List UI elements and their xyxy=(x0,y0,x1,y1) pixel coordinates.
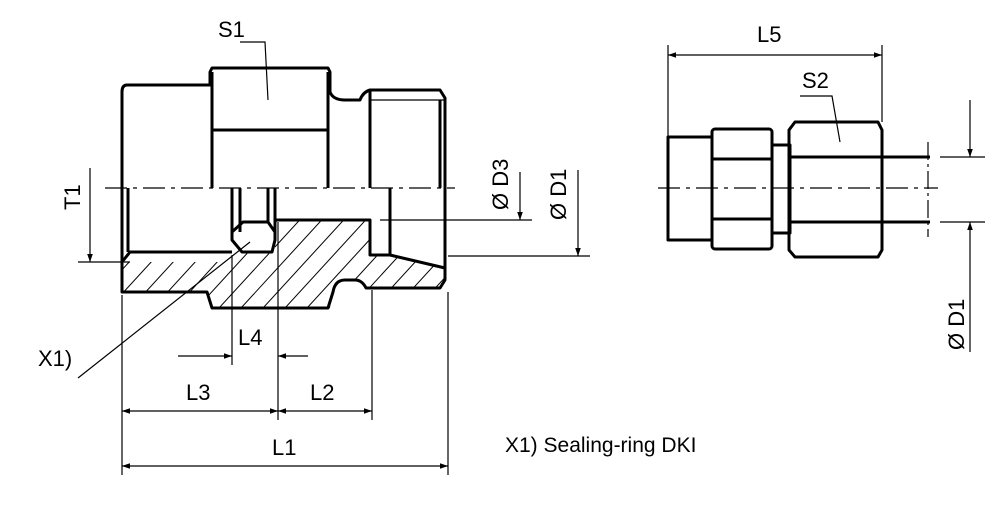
hatch-line xyxy=(141,220,253,308)
hatch-line xyxy=(273,220,385,308)
hatch-line xyxy=(450,200,560,320)
bore-bottom xyxy=(120,250,232,263)
label-l5: L5 xyxy=(757,22,781,47)
label-d3: Ø D3 xyxy=(488,159,513,210)
hex-s2 xyxy=(787,120,884,259)
hatch-line xyxy=(122,220,165,308)
label-t1: T1 xyxy=(60,184,85,210)
hatch-line xyxy=(0,200,10,320)
hatch-line xyxy=(0,200,32,320)
footnote: X1) Sealing-ring DKI xyxy=(505,434,696,457)
hatch-line xyxy=(207,220,319,308)
section-view: (function(){var g=document.currentScript… xyxy=(0,66,692,320)
label-l3: L3 xyxy=(186,380,210,405)
hatch-line xyxy=(339,220,445,308)
hatch-line xyxy=(10,200,120,320)
hatch-line xyxy=(122,220,187,308)
hatch-line xyxy=(122,220,209,308)
hatch-line xyxy=(251,220,363,308)
nut xyxy=(710,127,774,251)
label-l4: L4 xyxy=(238,325,262,350)
hatch-line xyxy=(405,220,445,308)
hatch-line xyxy=(0,200,98,320)
label-x1: X1) xyxy=(38,346,72,371)
hatch-line xyxy=(163,220,275,308)
sealing-ring xyxy=(230,220,277,234)
hatch-line xyxy=(0,200,76,320)
hatch-line xyxy=(0,200,54,320)
label-l2: L2 xyxy=(310,380,334,405)
inner-step xyxy=(275,218,446,270)
hatch-line xyxy=(383,220,445,308)
x1-leader xyxy=(77,241,251,379)
side-view xyxy=(658,45,985,352)
hatch-line xyxy=(582,200,692,320)
left-dimensions xyxy=(77,41,590,475)
label-d1-left: Ø D1 xyxy=(546,169,571,220)
hatch-line xyxy=(229,220,341,308)
hatch-line xyxy=(516,200,626,320)
neck xyxy=(770,143,792,235)
hatch-line xyxy=(560,200,670,320)
label-d1-right: Ø D1 xyxy=(944,299,969,350)
s2-leader xyxy=(800,95,841,143)
s1-leader xyxy=(240,41,269,101)
hatch-line xyxy=(295,220,407,308)
label-s2: S2 xyxy=(802,68,829,93)
label-s1: S1 xyxy=(218,17,245,42)
body-outline xyxy=(120,66,447,310)
label-l1: L1 xyxy=(272,435,296,460)
hatching: (function(){var g=document.currentScript… xyxy=(0,200,692,320)
